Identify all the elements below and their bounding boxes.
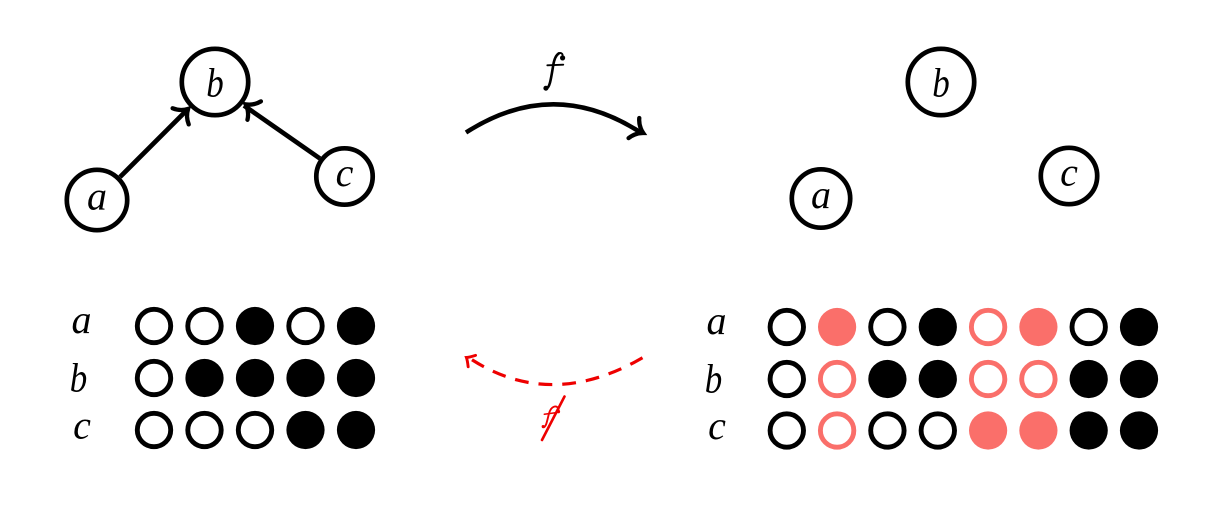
svg-text:c: c: [73, 403, 91, 448]
svg-text:c: c: [336, 150, 354, 195]
svg-text:a: a: [707, 298, 727, 343]
svg-text:a: a: [72, 297, 92, 342]
svg-text:b: b: [705, 355, 723, 401]
svg-text:a: a: [811, 172, 831, 217]
svg-text:b: b: [206, 59, 224, 105]
svg-text:b: b: [70, 354, 88, 400]
svg-text:a: a: [87, 173, 107, 218]
svg-text:c: c: [1060, 149, 1078, 194]
svg-text:b: b: [932, 59, 950, 105]
svg-text:c: c: [708, 403, 726, 448]
